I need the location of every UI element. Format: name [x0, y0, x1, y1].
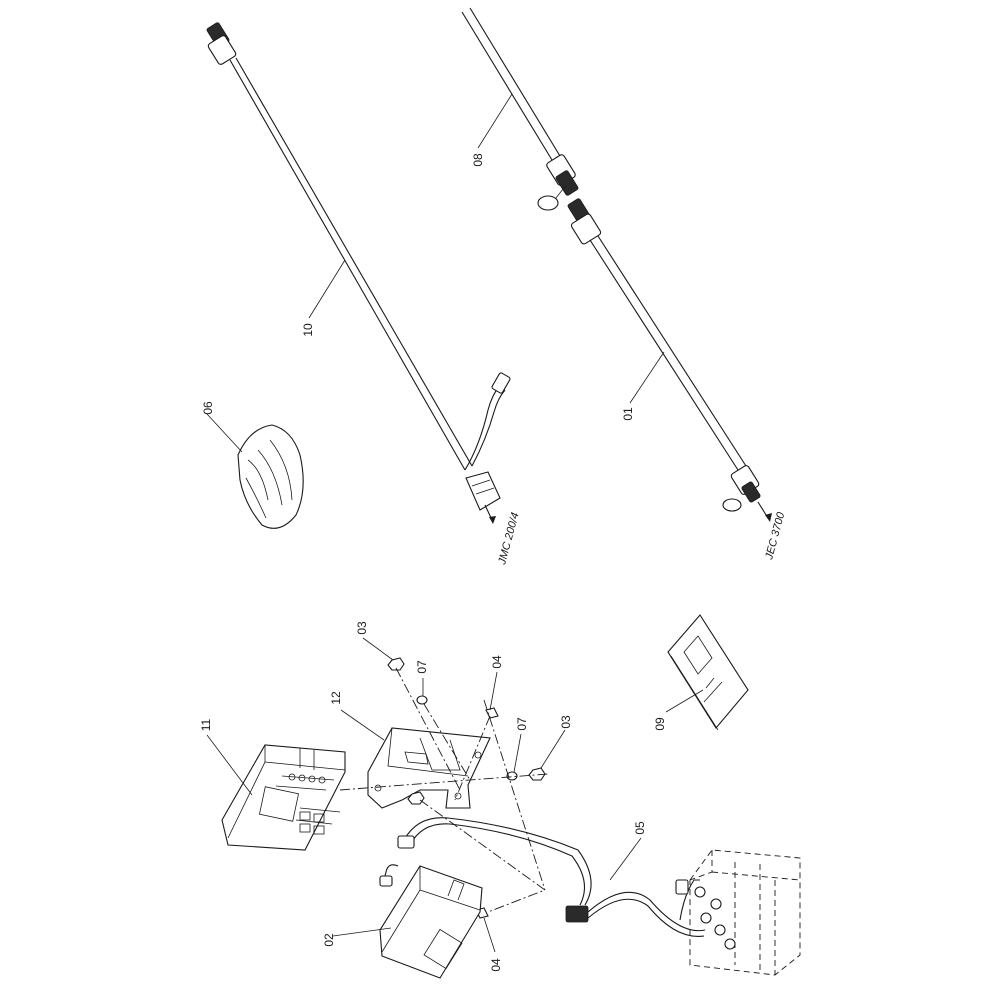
harness-10	[206, 22, 511, 524]
callout-05: 05	[633, 821, 647, 835]
ref-jmc: JMC 200/4	[496, 511, 522, 566]
mounting-bracket-12	[367, 727, 491, 809]
callout-01: 01	[621, 407, 635, 421]
callout-07-top: 07	[415, 660, 429, 674]
harness-01	[567, 198, 772, 522]
callouts: 10 08 01 06 03 07 04 12 11 07 03 09 05 0…	[199, 153, 667, 972]
nut-03-top	[387, 657, 405, 671]
cloth-bag-06	[237, 424, 304, 529]
callout-03-right: 03	[559, 715, 573, 729]
hardware	[387, 657, 546, 919]
washer-07-right	[506, 771, 518, 781]
harness-08	[461, 7, 579, 211]
callout-02: 02	[322, 933, 336, 947]
washer-07-top	[416, 695, 428, 705]
callout-11: 11	[199, 718, 213, 731]
callout-07-right: 07	[515, 717, 529, 731]
display-console-11	[221, 744, 346, 851]
battery	[675, 849, 801, 976]
ref-jec: JEC 3700	[763, 510, 788, 562]
callout-03-top: 03	[355, 621, 369, 635]
manual-09	[667, 614, 749, 731]
connector-refs: JMC 200/4 JEC 3700	[496, 510, 788, 567]
callout-04-top: 04	[490, 655, 504, 669]
nut-03-bottom	[407, 791, 425, 805]
leader-lines	[206, 93, 704, 953]
callout-04-bottom: 04	[489, 958, 503, 972]
callout-08: 08	[471, 153, 485, 167]
battery-cable-05	[397, 817, 706, 937]
callout-12: 12	[329, 691, 343, 705]
callout-09: 09	[653, 717, 667, 731]
screw-04-top	[485, 707, 499, 719]
callout-06: 06	[201, 401, 215, 415]
assembly-lines	[339, 667, 549, 913]
power-module-02	[379, 864, 483, 979]
callout-10: 10	[301, 323, 315, 337]
